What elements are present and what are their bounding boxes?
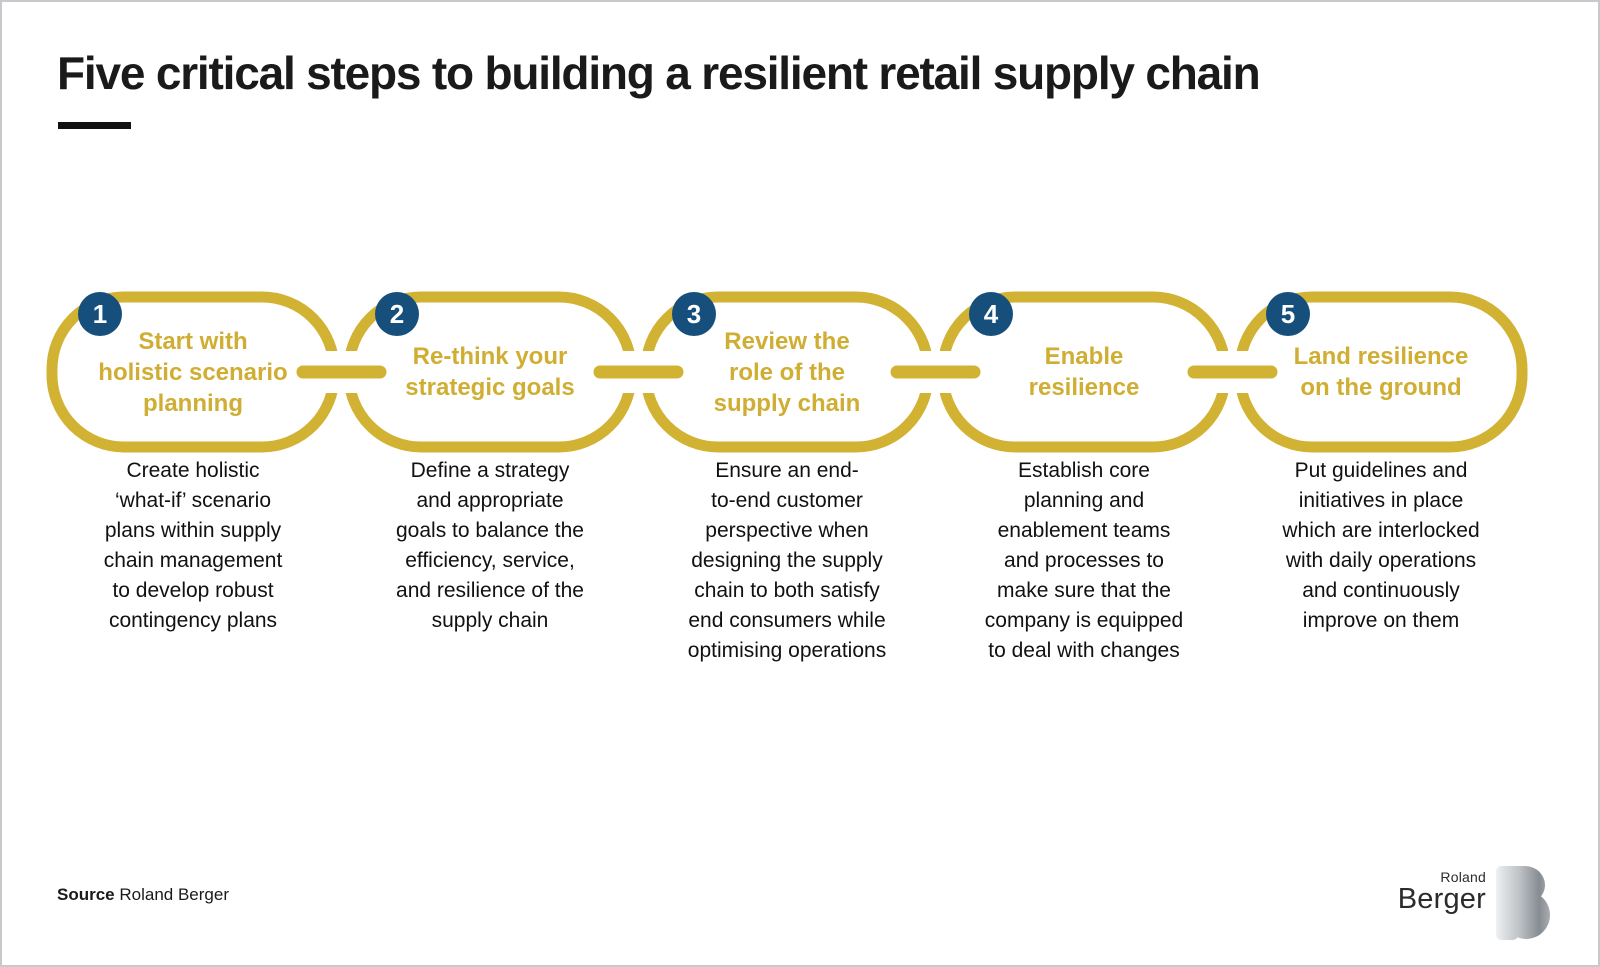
- chain-connector-bar-1: [296, 365, 387, 379]
- source-value: Roland Berger: [119, 885, 229, 904]
- step-2-description: Define a strategy and appropriate goals …: [396, 459, 584, 632]
- chain-connector-bar-3: [890, 365, 981, 379]
- logo-b-monogram-icon: [1496, 866, 1550, 940]
- step-1-title: Start with holistic scenario planning: [98, 327, 288, 417]
- source-label: Source: [57, 885, 115, 904]
- title-underline: [58, 122, 131, 129]
- roland-berger-logo: Roland Berger: [1398, 866, 1550, 940]
- chain-links-graphic: 1 2 3 4 5: [46, 291, 1528, 453]
- logo-berger-text: Berger: [1397, 883, 1486, 915]
- page-title: Five critical steps to building a resili…: [57, 47, 1261, 99]
- step-5-number: 5: [1281, 299, 1295, 329]
- step-3-description: Ensure an end- to-end customer perspecti…: [687, 459, 887, 662]
- step-1-badge: 1: [78, 292, 122, 336]
- chain-connector-bar-4: [1187, 365, 1278, 379]
- step-2-badge: 2: [375, 292, 419, 336]
- step-4-description: Establish core planning and enablement t…: [984, 459, 1184, 662]
- step-2-title: Re-think your strategic goals: [405, 343, 575, 401]
- chain-connector-bar-2: [593, 365, 684, 379]
- step-1-description: Create holistic ‘what-if’ scenario plans…: [103, 459, 283, 632]
- step-4-title: Enable resilience: [1028, 343, 1140, 401]
- step-3-number: 3: [687, 299, 701, 329]
- logo-roland-text: Roland: [1440, 869, 1486, 885]
- step-3-badge: 3: [672, 292, 716, 336]
- step-3-title: Review the role of the supply chain: [713, 327, 861, 417]
- step-5-title: Land resilience on the ground: [1293, 343, 1469, 401]
- step-5-badge: 5: [1266, 292, 1310, 336]
- source-line: Source Roland Berger: [57, 885, 229, 905]
- step-5-description: Put guidelines and initiatives in place …: [1282, 459, 1480, 632]
- step-4-badge: 4: [969, 292, 1013, 336]
- step-1-number: 1: [93, 299, 107, 329]
- step-4-number: 4: [984, 299, 999, 329]
- logo-wordmark: Roland Berger: [1398, 866, 1486, 914]
- step-2-number: 2: [390, 299, 404, 329]
